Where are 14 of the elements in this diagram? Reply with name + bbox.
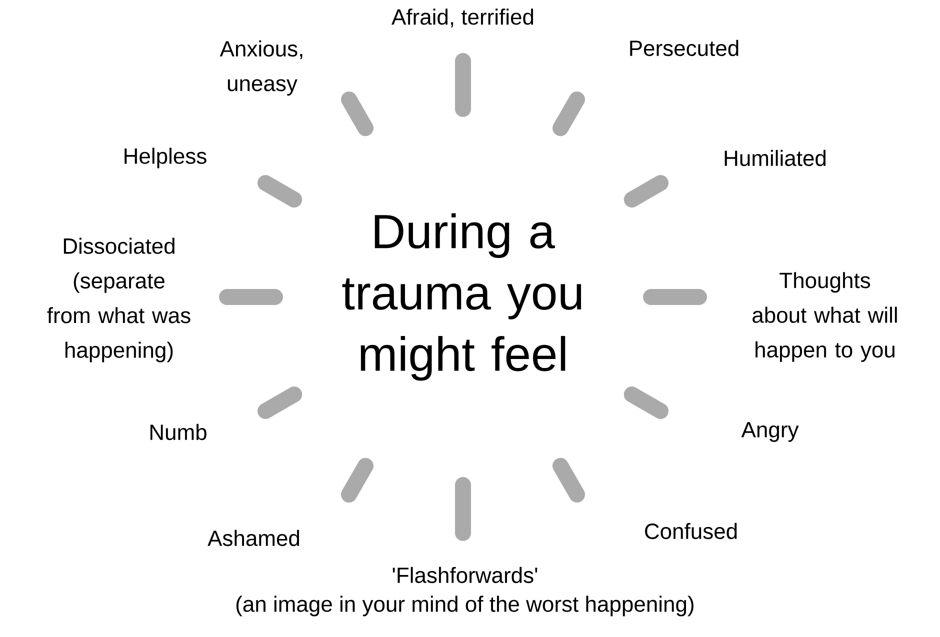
feeling-label: Persecuted <box>630 40 738 56</box>
title: During a trauma you might feel <box>342 213 582 381</box>
feeling-label: Confused <box>645 522 737 540</box>
feeling-label: Angry <box>741 422 799 442</box>
feeling-label: Ashamed <box>208 530 300 546</box>
feeling-label: Humiliated <box>724 150 826 166</box>
feeling-label: Afraid, terrified <box>392 8 534 28</box>
feeling-label: (an image in your mind of the worst happening) <box>236 596 694 616</box>
feeling-label: Anxious, uneasy <box>220 40 302 96</box>
feeling-label: Dissociated (separate from what was happening) <box>47 238 190 362</box>
feeling-label: Helpless <box>124 148 206 168</box>
feeling-label: Thoughts about what will happen to you <box>752 272 897 362</box>
feeling-label: 'Flashforwards' <box>392 566 538 584</box>
feeling-label: Numb <box>150 424 206 440</box>
